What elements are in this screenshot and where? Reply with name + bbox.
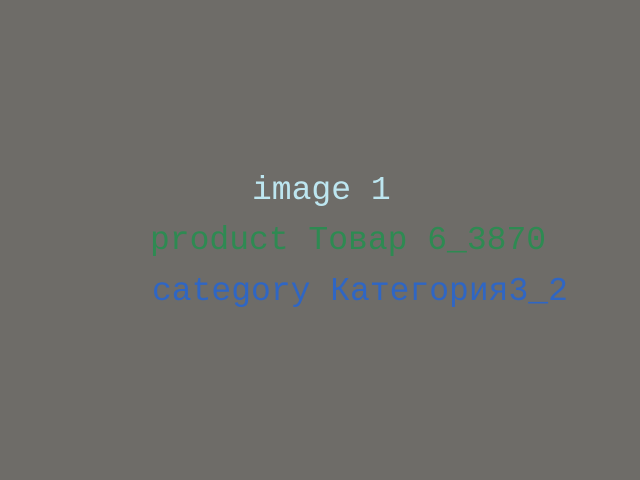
image-title-text: image 1	[252, 172, 391, 209]
product-line-text: product Товар 6_3870	[150, 222, 547, 259]
category-line-text: category Категория3_2	[152, 273, 568, 310]
